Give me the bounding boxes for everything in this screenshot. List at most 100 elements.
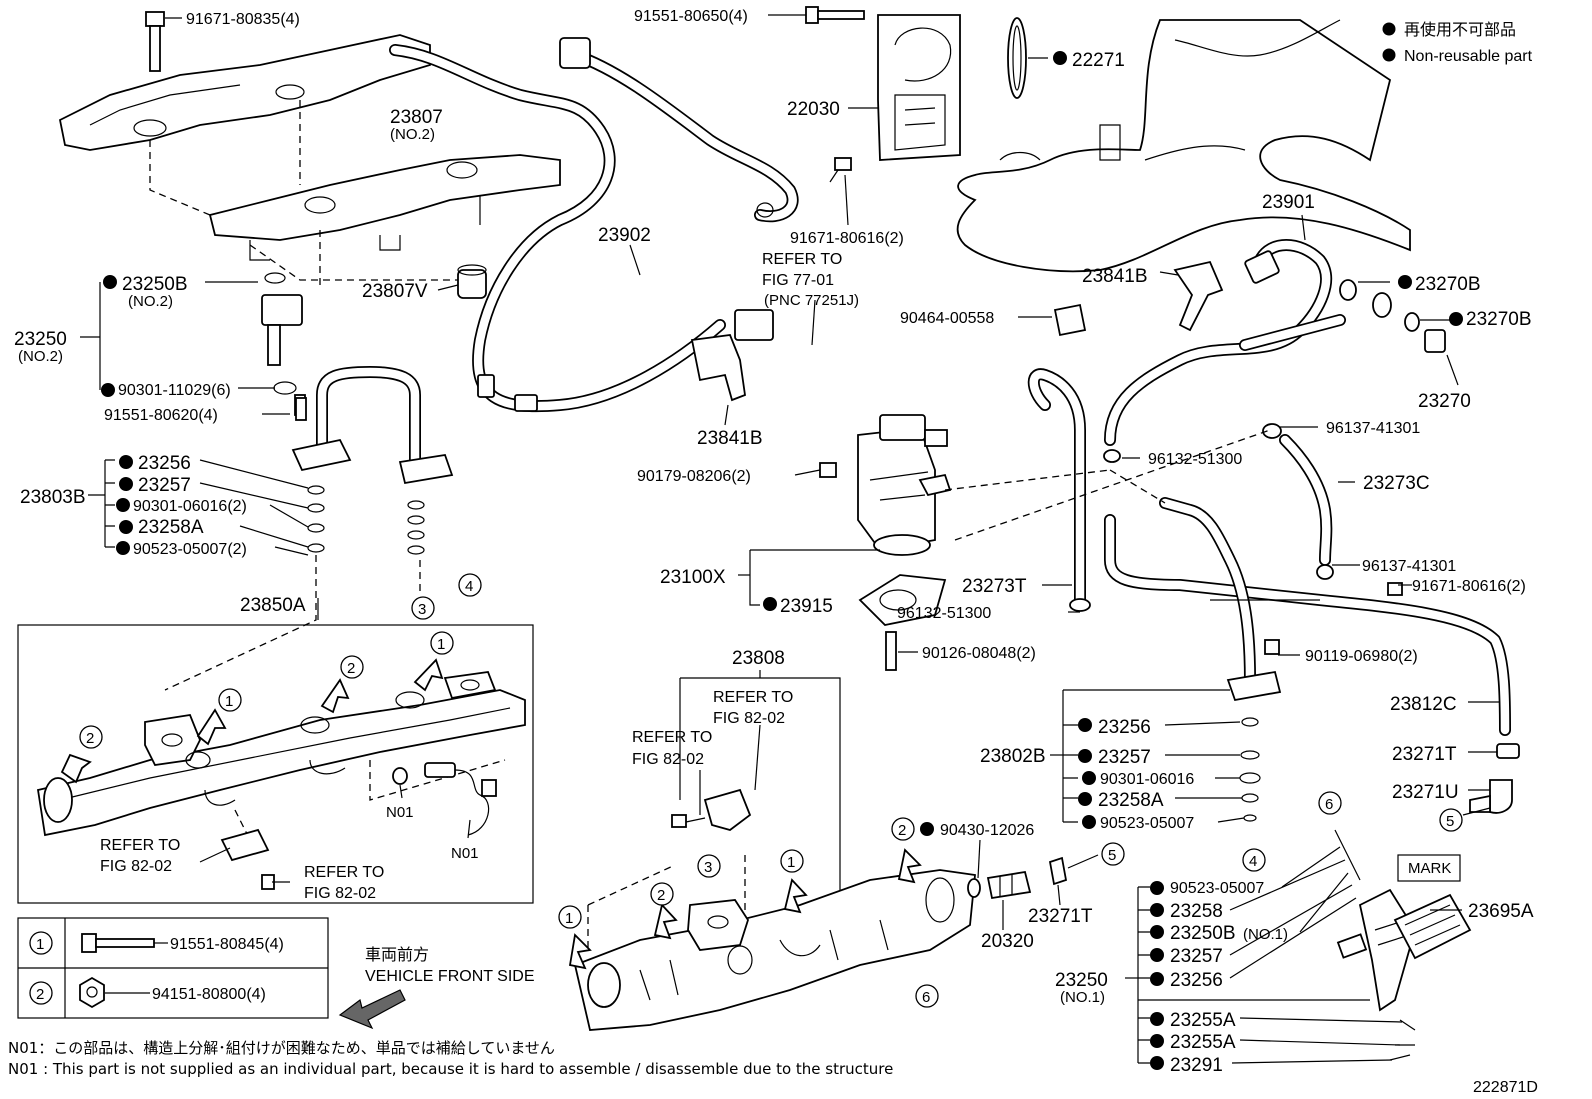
callout-1: 1 bbox=[218, 688, 242, 712]
label-23250-top-no2: (NO.2) bbox=[18, 348, 63, 365]
svg-text:2: 2 bbox=[657, 887, 665, 904]
label-23256-c: 23256 bbox=[1170, 970, 1223, 991]
callout-2: 2 bbox=[79, 725, 103, 749]
refer-82-b2: FIG 82-02 bbox=[632, 751, 704, 768]
refer-82-c2: FIG 82-02 bbox=[100, 858, 172, 875]
label-23255a-1: 23255A bbox=[1170, 1010, 1236, 1031]
label-23250b-no1: 23250B bbox=[1170, 923, 1236, 944]
callout-2: 2 bbox=[891, 817, 915, 841]
label-91671-80616-b: 91671-80616(2) bbox=[1412, 578, 1526, 595]
refer-82-c1: REFER TO bbox=[100, 837, 180, 854]
label-23250-no1: 23250 bbox=[1055, 970, 1108, 991]
non-reusable-dot-icon bbox=[1382, 22, 1396, 36]
label-23902: 23902 bbox=[598, 225, 651, 246]
callout-2: 2 bbox=[340, 655, 364, 679]
label-23271u: 23271U bbox=[1392, 782, 1459, 803]
label-90126-08048: 90126-08048(2) bbox=[922, 645, 1036, 662]
svg-text:1: 1 bbox=[36, 936, 44, 953]
label-23915: 23915 bbox=[780, 596, 833, 617]
label-23250b-no1-tag: (NO.1) bbox=[1243, 926, 1288, 943]
svg-text:6: 6 bbox=[1325, 796, 1333, 813]
bolt-91671-80616-top bbox=[829, 157, 852, 183]
bolt-91551-80650 bbox=[805, 6, 865, 24]
label-23270b-1: 23270B bbox=[1415, 274, 1481, 295]
callout-3: 3 bbox=[697, 854, 721, 878]
label-90301-11029: 90301-11029(6) bbox=[118, 382, 231, 399]
label-23271t-b: 23271T bbox=[1028, 906, 1093, 927]
label-23807v: 23807V bbox=[362, 281, 428, 302]
label-23273t: 23273T bbox=[962, 576, 1027, 597]
injector-no2 bbox=[261, 272, 306, 416]
refer-77-line2: FIG 77-01 bbox=[762, 272, 834, 289]
hose-joints-right bbox=[1469, 743, 1520, 814]
svg-text:1: 1 bbox=[565, 910, 573, 927]
direction-arrows bbox=[60, 658, 922, 1030]
throttle-body-22030 bbox=[877, 14, 961, 161]
note-en: N01 : This part is not supplied as an in… bbox=[8, 1060, 893, 1078]
label-23802b: 23802B bbox=[980, 746, 1046, 767]
label-90119-06980: 90119-06980(2) bbox=[1305, 648, 1418, 665]
label-23273c: 23273C bbox=[1363, 473, 1430, 494]
callout-6: 6 bbox=[915, 984, 939, 1008]
label-23256-b: 23256 bbox=[1098, 717, 1151, 738]
delivery-pipe-no2 bbox=[58, 34, 561, 290]
nut-icon bbox=[79, 976, 105, 1009]
label-90301-06016-b: 90301-06016 bbox=[1100, 771, 1194, 788]
svg-text:1: 1 bbox=[437, 636, 445, 653]
label-90179-08206: 90179-08206(2) bbox=[637, 468, 751, 485]
label-23271t-a: 23271T bbox=[1392, 744, 1457, 765]
label-23270: 23270 bbox=[1418, 391, 1471, 412]
svg-text:1: 1 bbox=[787, 854, 795, 871]
leader-lines bbox=[80, 14, 1500, 1064]
svg-text:4: 4 bbox=[465, 578, 473, 595]
label-23850a: 23850A bbox=[240, 595, 306, 616]
fuel-pipe-23802b bbox=[944, 429, 1282, 822]
refer-82-d2: FIG 82-02 bbox=[304, 885, 376, 902]
label-23803b: 23803B bbox=[20, 487, 86, 508]
callout-4: 4 bbox=[1242, 848, 1266, 872]
callout-6: 6 bbox=[1318, 791, 1342, 815]
label-front-en: VEHICLE FRONT SIDE bbox=[365, 968, 535, 985]
label-23291: 23291 bbox=[1170, 1055, 1223, 1076]
refer-77-line1: REFER TO bbox=[762, 251, 842, 268]
label-91551-80620: 91551-80620(4) bbox=[104, 407, 218, 424]
label-90523-05007-b: 90523-05007 bbox=[1100, 815, 1194, 832]
svg-text:2: 2 bbox=[36, 986, 44, 1003]
label-90430-12026: 90430-12026 bbox=[940, 822, 1034, 839]
label-23250b-top-no2: (NO.2) bbox=[128, 293, 173, 310]
refer-82-d1: REFER TO bbox=[304, 864, 384, 881]
callout-numbers: 4 3 1 2 1 2 2 5 4 6 5 1 3 2 1 6 bbox=[79, 573, 1463, 1008]
label-91671-80835: 91671-80835(4) bbox=[186, 11, 300, 28]
fuel-hose-23902 bbox=[389, 37, 799, 413]
label-23258a-a: 23258A bbox=[138, 517, 204, 538]
stud-90126-08048 bbox=[885, 631, 897, 671]
clamp-90464-00558 bbox=[1053, 303, 1087, 337]
label-23255a-2: 23255A bbox=[1170, 1032, 1236, 1053]
label-96132-51300-a: 96132-51300 bbox=[1148, 451, 1242, 468]
label-n01-b: N01 bbox=[451, 845, 479, 862]
label-91551-80650: 91551-80650(4) bbox=[634, 8, 748, 25]
footnotes: N01：この部品は、構造上分解･組付けが困難なため、単品では補給していません N… bbox=[8, 1039, 893, 1078]
label-23901: 23901 bbox=[1262, 192, 1315, 213]
callout-1: 1 bbox=[558, 905, 582, 929]
injector-no1 bbox=[1334, 829, 1472, 1061]
label-23250b-top: 23250B bbox=[122, 274, 188, 295]
label-23812c: 23812C bbox=[1390, 694, 1457, 715]
label-front-jp: 車両前方 bbox=[365, 946, 429, 964]
fuel-pipe-23803b bbox=[164, 366, 454, 691]
label-90523-05007-a: 90523-05007(2) bbox=[133, 541, 247, 558]
callout-5: 5 bbox=[1101, 842, 1125, 866]
delivery-pipe-23808 bbox=[573, 677, 976, 1031]
refer-82-b1: REFER TO bbox=[632, 729, 712, 746]
label-20320: 20320 bbox=[981, 931, 1034, 952]
label-23258a-b: 23258A bbox=[1098, 790, 1164, 811]
label-23270b-2: 23270B bbox=[1466, 309, 1532, 330]
svg-text:4: 4 bbox=[1249, 853, 1257, 870]
label-22030: 22030 bbox=[787, 99, 840, 120]
label-96132-51300-b: 96132-51300 bbox=[897, 605, 991, 622]
hose-23901 bbox=[1104, 239, 1446, 446]
label-23841b-mid: 23841B bbox=[697, 428, 763, 449]
pulsation-damper-20320 bbox=[967, 856, 1068, 900]
label-23257-a: 23257 bbox=[138, 475, 191, 496]
bolt-91671-80835 bbox=[145, 11, 165, 72]
